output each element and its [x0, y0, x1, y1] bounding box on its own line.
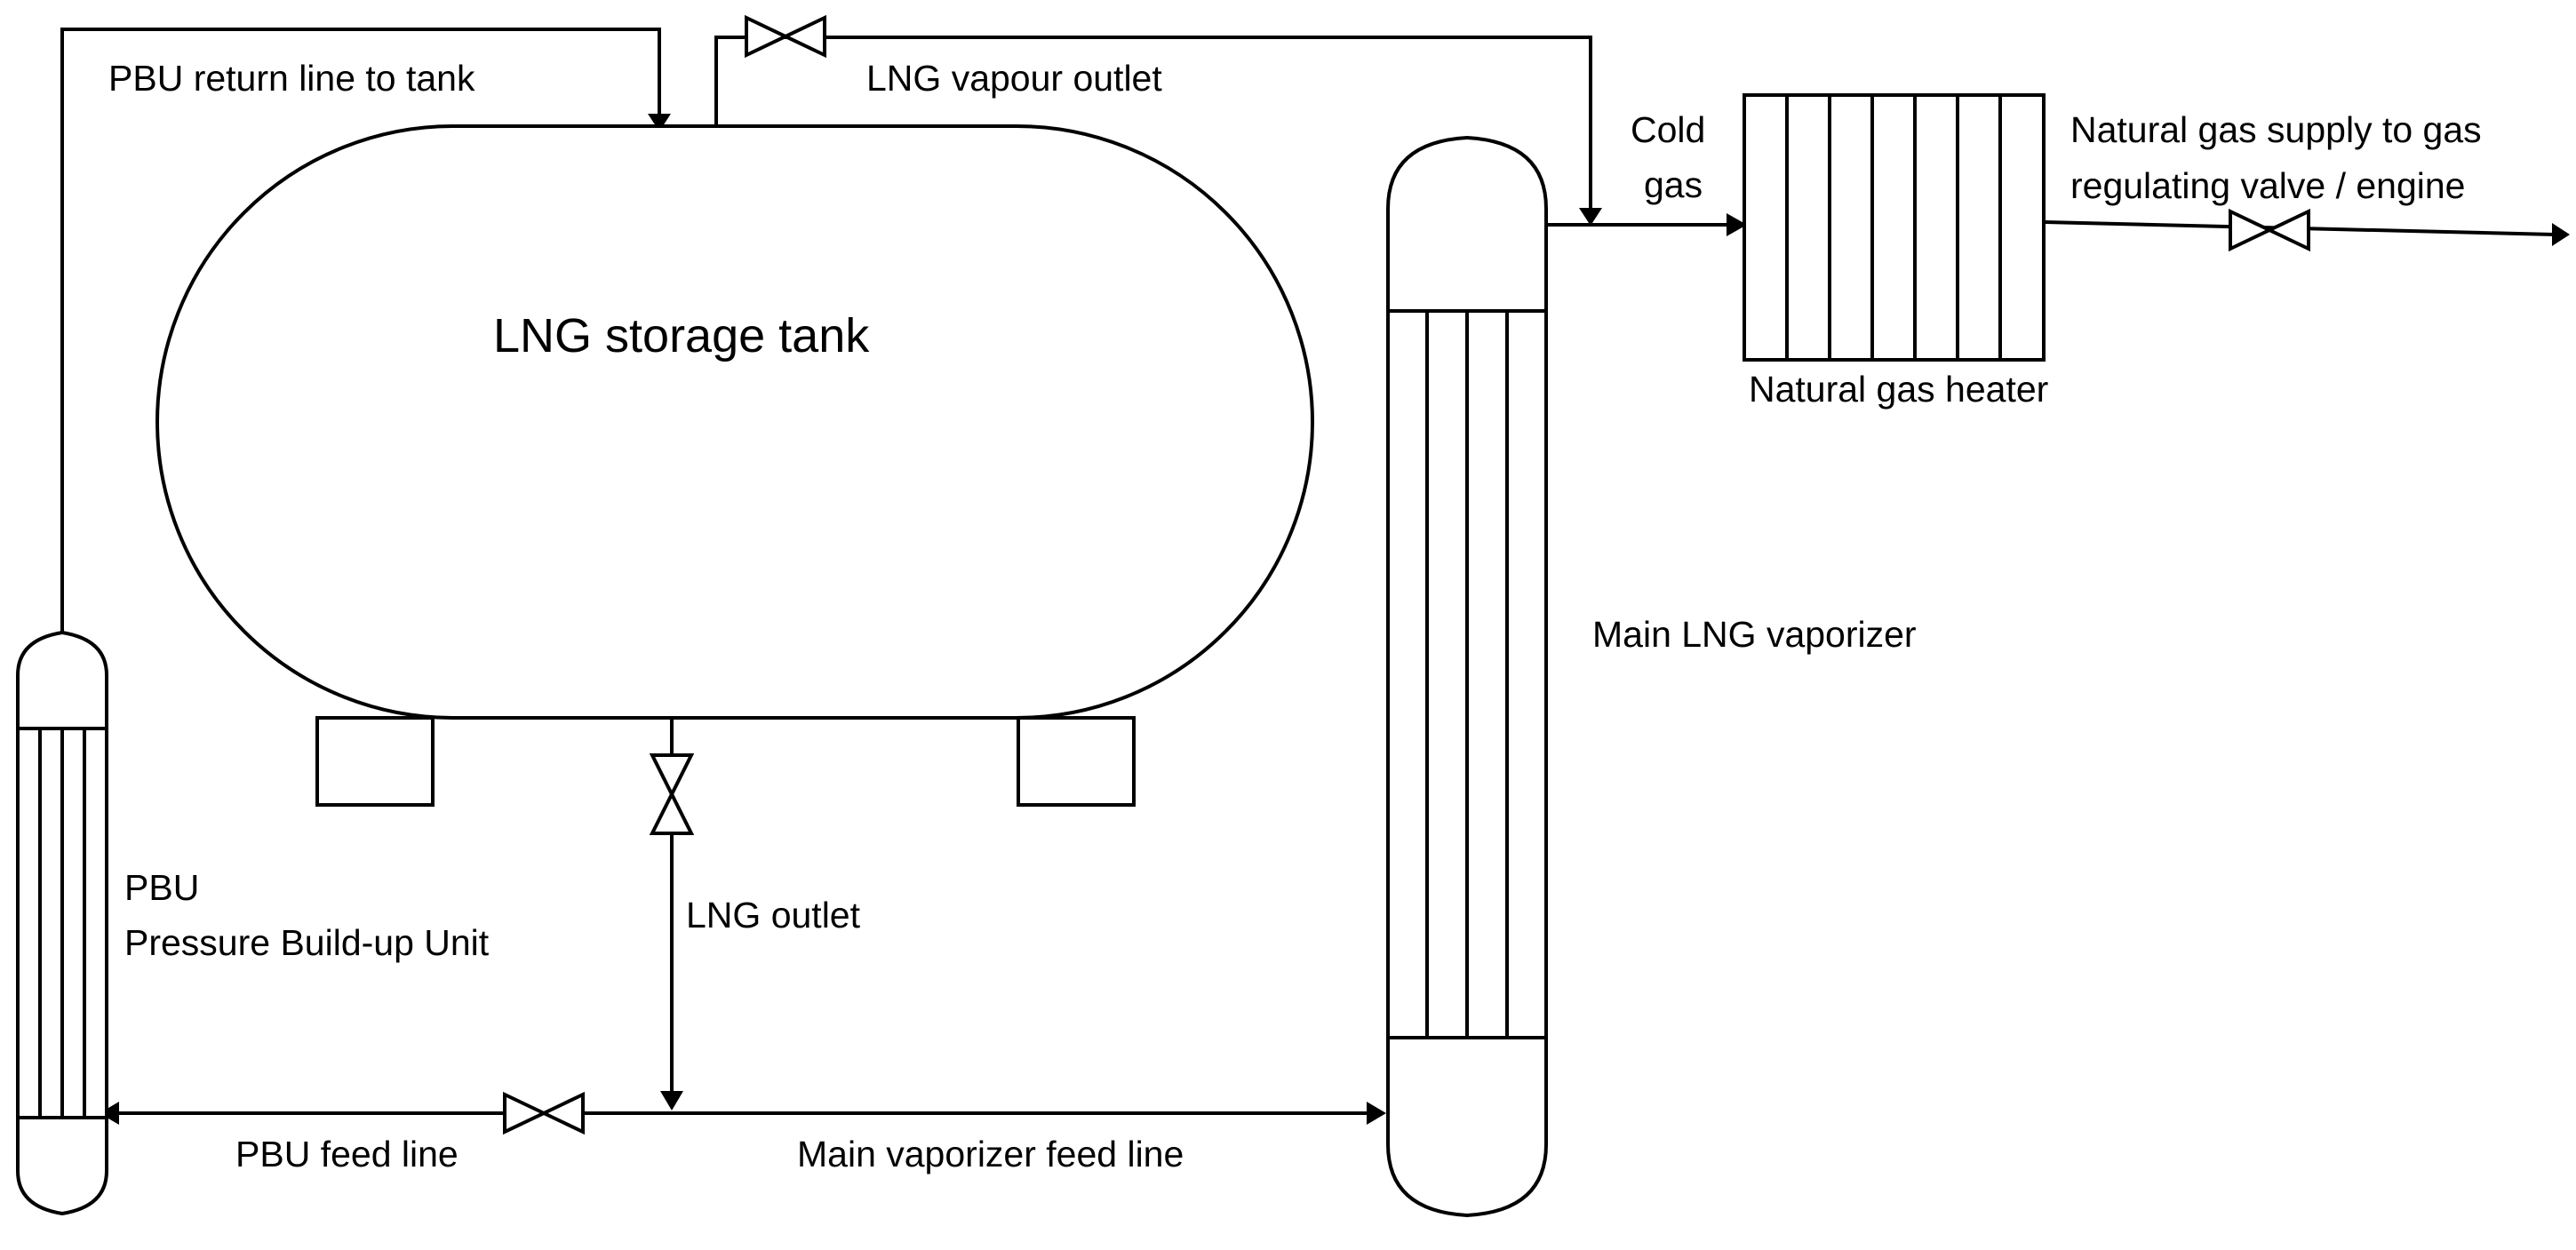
vapour-outlet-line: [714, 36, 1592, 210]
arrow-to-vaporizer-icon: [1367, 1102, 1386, 1125]
pbu-feed-label: PBU feed line: [235, 1134, 459, 1174]
lng-storage-tank: [156, 124, 1314, 807]
lng-outlet-label: LNG outlet: [686, 895, 861, 936]
pbu-label-line2: Pressure Build-up Unit: [124, 922, 490, 963]
pbu-feed-valve[interactable]: [503, 1091, 585, 1135]
arrow-supply-out-icon: [2552, 223, 2570, 246]
heater-label: Natural gas heater: [1749, 369, 2048, 410]
pbu-label-line1: PBU: [124, 867, 199, 908]
main-vaporizer-label: Main LNG vaporizer: [1592, 614, 1917, 655]
tank-support-right: [1017, 716, 1136, 807]
lng-outlet-valve[interactable]: [649, 753, 695, 835]
heater-body: [1743, 93, 2046, 362]
supply-valve[interactable]: [2229, 208, 2310, 252]
pbu-return-line: [60, 28, 661, 635]
arrow-to-pbu-icon: [100, 1102, 119, 1125]
supply-label-line2: regulating valve / engine: [2070, 165, 2465, 206]
cold-gas-label-line2: gas: [1644, 164, 1703, 205]
tank-label: LNG storage tank: [493, 309, 870, 362]
vapour-outlet-valve[interactable]: [745, 14, 826, 59]
supply-label-line1: Natural gas supply to gas: [2070, 109, 2482, 150]
arrow-return-into-tank-icon: [648, 114, 671, 131]
main-lng-vaporizer: [1386, 135, 1548, 1218]
pbu-return-label: PBU return line to tank: [108, 58, 475, 99]
arrow-to-heater-icon: [1727, 213, 1747, 236]
arrow-vapour-down-icon: [1579, 208, 1602, 226]
vapour-outlet-label: LNG vapour outlet: [866, 58, 1162, 99]
arrow-outlet-down-icon: [660, 1091, 683, 1111]
main-feed-label: Main vaporizer feed line: [797, 1134, 1184, 1174]
pbu-unit: [16, 630, 108, 1216]
tank-support-left: [315, 716, 435, 807]
tank-body: [156, 124, 1314, 720]
natural-gas-heater: [1743, 93, 2046, 362]
cold-gas-label-line1: Cold: [1631, 109, 1705, 150]
